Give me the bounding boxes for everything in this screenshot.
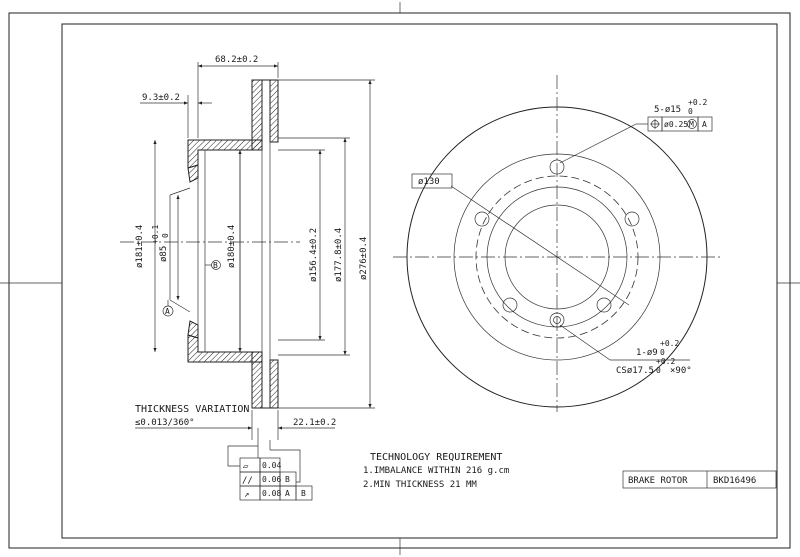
bolt-hole-spec: 5-ø15 bbox=[654, 105, 681, 115]
technology-requirement: TECHNOLOGY REQUIREMENT 1.IMBALANCE WITHI… bbox=[363, 452, 509, 490]
runout-datum-1: A bbox=[285, 489, 290, 498]
dim-dia-85-tol-low: 0 bbox=[161, 233, 170, 238]
chamfer-tol-hi: +0.2 bbox=[656, 357, 675, 366]
svg-text:B: B bbox=[213, 261, 218, 270]
thickness-variation-label: THICKNESS VARIATION bbox=[135, 404, 249, 415]
bolt-hole-tol-lo: 0 bbox=[688, 107, 693, 116]
thickness-variation-value: ≤0.013/360° bbox=[135, 418, 195, 428]
pin-hole bbox=[549, 312, 565, 328]
pin-hole-tol-hi: +0.2 bbox=[660, 339, 679, 348]
flatness-symbol: ▱ bbox=[243, 462, 249, 472]
bolt-hole-tol-hi: +0.2 bbox=[688, 98, 707, 107]
front-view-callouts: 5-ø15 +0.2 0 ø0.25 M A ø130 1-ø9 +0.2 0 … bbox=[411, 98, 713, 376]
parallelism-datum: B bbox=[285, 475, 290, 484]
rotor-section-view bbox=[120, 79, 300, 409]
dim-dia-276: ø276±0.4 bbox=[359, 237, 369, 280]
tech-title: TECHNOLOGY REQUIREMENT bbox=[370, 452, 502, 463]
chamfer-angle: ×90° bbox=[670, 366, 692, 376]
thickness-variation-note: THICKNESS VARIATION ≤0.013/360° bbox=[135, 404, 249, 429]
chamfer-tol-lo: 0 bbox=[656, 366, 661, 375]
datum-a: A bbox=[162, 300, 174, 317]
dim-dia-85-tol: +0.1 bbox=[151, 225, 160, 244]
parallelism-symbol: // bbox=[242, 476, 253, 486]
datum-b: B bbox=[205, 260, 221, 270]
section-dimensions: 68.2±0.2 9.3±0.2 ø181±0.4 ø85 +0.1 0 ø18… bbox=[135, 55, 375, 440]
tech-line-2: 2.MIN THICKNESS 21 MM bbox=[363, 480, 477, 490]
svg-text:A: A bbox=[165, 307, 170, 316]
rotor-front-view bbox=[393, 75, 722, 412]
flatness-value: 0.04 bbox=[262, 461, 281, 470]
dim-dia-156: ø156.4±0.2 bbox=[309, 228, 319, 282]
dim-dia-180: ø180±0.4 bbox=[227, 225, 237, 268]
dim-total-width: 68.2±0.2 bbox=[215, 55, 258, 65]
tolerance-frame: ▱ 0.04 // 0.06 B ↗ 0.08 A B bbox=[227, 428, 313, 501]
title-block: BRAKE ROTOR BKD16496 bbox=[622, 470, 777, 489]
chamfer-spec: CSø17.5 bbox=[616, 366, 654, 376]
pin-hole-spec: 1-ø9 bbox=[636, 348, 658, 358]
runout-symbol: ↗ bbox=[244, 490, 249, 500]
dim-dia-85: ø85 bbox=[159, 246, 169, 262]
position-icon bbox=[650, 119, 660, 129]
dim-dia-181: ø181±0.4 bbox=[135, 225, 145, 268]
dim-dia-177: ø177.8±0.4 bbox=[334, 228, 344, 282]
part-name: BRAKE ROTOR bbox=[628, 476, 688, 486]
runout-datum-2: B bbox=[301, 489, 306, 498]
runout-value: 0.08 bbox=[262, 489, 281, 498]
dim-thickness: 22.1±0.2 bbox=[293, 418, 336, 428]
part-number: BKD16496 bbox=[713, 476, 756, 486]
tech-line-1: 1.IMBALANCE WITHIN 216 g.cm bbox=[363, 466, 509, 476]
pin-hole-tol-lo: 0 bbox=[660, 348, 665, 357]
position-datum: A bbox=[702, 120, 707, 129]
parallelism-value: 0.06 bbox=[262, 475, 281, 484]
bolt-holes bbox=[474, 159, 640, 313]
position-value: ø0.25 bbox=[664, 120, 688, 129]
dim-flange-thickness: 9.3±0.2 bbox=[142, 93, 180, 103]
position-modifier: M bbox=[689, 120, 694, 129]
pcd-label: ø130 bbox=[418, 177, 440, 187]
